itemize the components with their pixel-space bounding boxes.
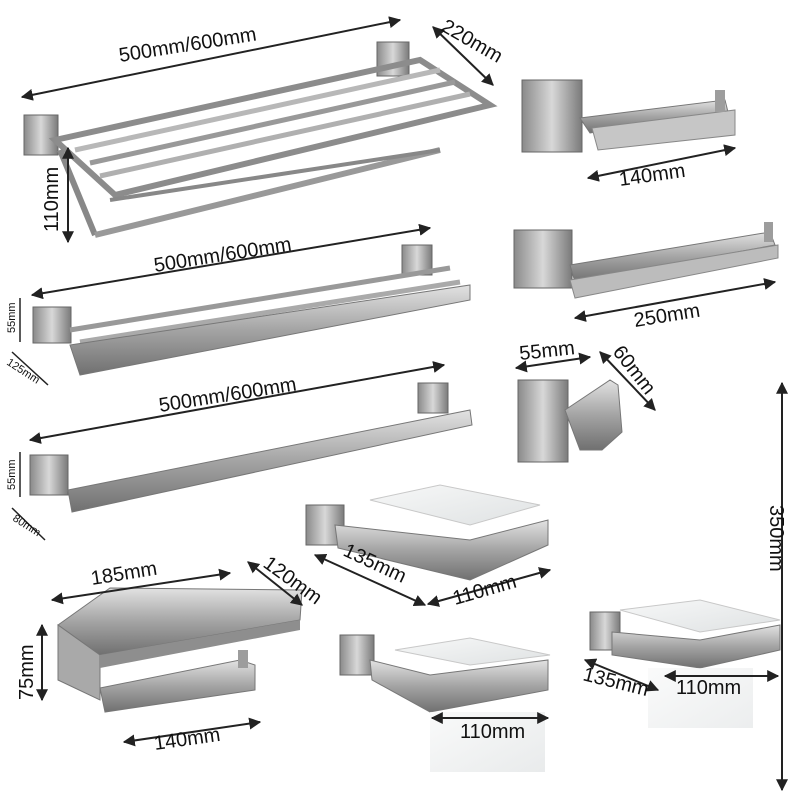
ring-holder [513, 222, 779, 299]
paper-holder-width-label: 140mm [618, 160, 687, 191]
single-bar-depth-label: 80mm [10, 512, 42, 539]
brush-height-label: 350mm [765, 505, 787, 572]
hook-width-line [514, 352, 592, 373]
soap-dish-width-line [426, 567, 552, 607]
shelf-holder-width-bottom-label: 140mm [153, 724, 222, 755]
single-bar-plate-label: 55mm [6, 459, 18, 490]
towel-shelf-depth-line [432, 26, 494, 86]
ring-holder-width-label: 250mm [632, 300, 701, 332]
paper-holder-width-line [586, 144, 737, 182]
hook-depth-line [599, 351, 656, 411]
brush-depth-label: 135mm [581, 664, 651, 701]
double-bar-plate-label: 55mm [6, 302, 18, 333]
towel-shelf [23, 41, 498, 238]
soap-dish [305, 484, 549, 581]
shelf-holder-width-bottom-line [122, 717, 262, 747]
brush-width-label: 110mm [676, 677, 741, 699]
towel-shelf-length-line [20, 16, 402, 101]
single-bar-depth-line [11, 507, 46, 541]
shelf-holder-depth-line [247, 561, 303, 606]
robe-hook [517, 379, 623, 463]
double-bar-depth-label: 125mm [4, 356, 41, 386]
soap-dish-depth-line [313, 554, 427, 606]
shelf-holder-height-label: 75mm [16, 644, 38, 700]
towel-shelf-height-label: 110mm [41, 167, 63, 232]
double-bar-length-line [30, 223, 432, 300]
brush-depth-line [583, 658, 660, 692]
towel-shelf-length-label: 500mm/600mm [117, 23, 258, 66]
single-bar-length-line [28, 361, 446, 444]
double-towel-bar [32, 244, 471, 376]
tumbler-width-label: 110mm [460, 721, 525, 743]
double-bar-length-label: 500mm/600mm [152, 233, 293, 276]
shelf-paper-holder [57, 587, 303, 713]
paper-holder [521, 79, 736, 153]
single-bar-length-label: 500mm/600mm [157, 373, 298, 416]
shelf-holder-width-top-line [50, 568, 232, 605]
tumbler-holder [339, 634, 551, 772]
ring-holder-width-line [573, 278, 777, 322]
